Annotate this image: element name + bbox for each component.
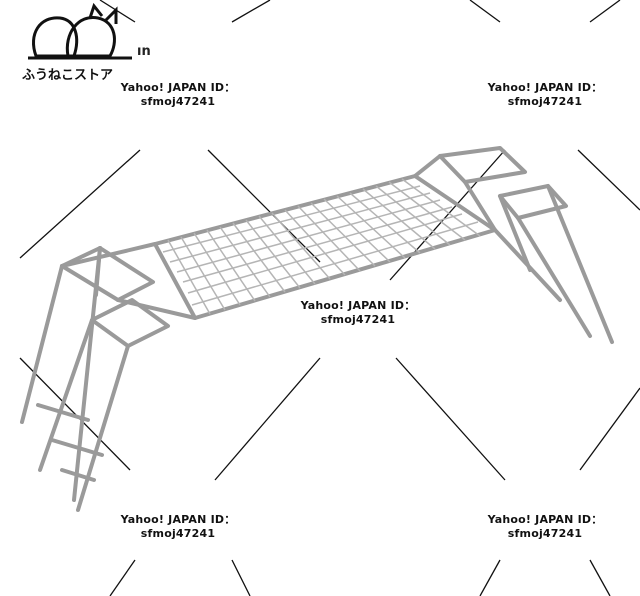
watermark-bottom-left: Yahoo! JAPAN ID： sfmoj47241 [78, 513, 278, 541]
watermark-line1: Yahoo! JAPAN ID： [120, 81, 236, 94]
watermark-line2: sfmoj47241 [320, 313, 396, 326]
shop-name: ふうねこストア [21, 68, 113, 83]
watermark-line1: Yahoo! JAPAN ID： [300, 299, 416, 312]
watermark-line1: Yahoo! JAPAN ID： [120, 513, 236, 526]
shop-logo-icon [28, 2, 132, 60]
watermark-bottom-right: Yahoo! JAPAN ID： sfmoj47241 [445, 513, 640, 541]
watermark-top-left: Yahoo! JAPAN ID： sfmoj47241 [78, 81, 278, 109]
watermark-top-right: Yahoo! JAPAN ID： sfmoj47241 [445, 81, 640, 109]
watermark-lines [19, 0, 640, 596]
watermark-center: Yahoo! JAPAN ID： sfmoj47241 [258, 299, 458, 327]
watermark-line2: sfmoj47241 [140, 527, 216, 540]
watermark-line1: Yahoo! JAPAN ID： [487, 81, 603, 94]
watermark-line1: Yahoo! JAPAN ID： [487, 513, 603, 526]
logo-suffix-text: ın [137, 44, 151, 59]
watermark-line2: sfmoj47241 [507, 527, 583, 540]
grill-frame [20, 146, 614, 512]
watermark-line2: sfmoj47241 [507, 95, 583, 108]
watermark-line2: sfmoj47241 [140, 95, 216, 108]
grill-mesh [162, 178, 481, 315]
